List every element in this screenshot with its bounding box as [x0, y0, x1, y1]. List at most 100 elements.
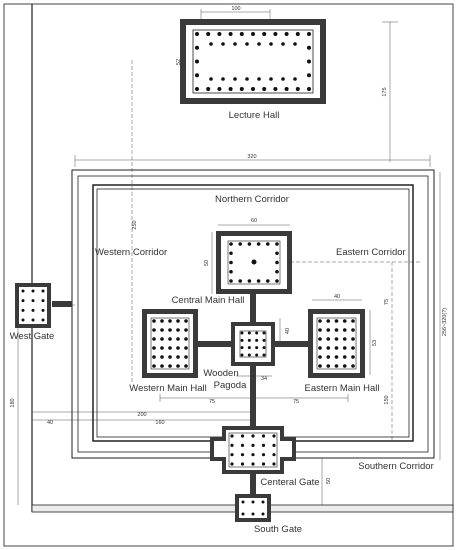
- column-dot: [221, 42, 225, 46]
- column-dot: [251, 453, 255, 457]
- column-dot: [152, 337, 156, 341]
- dim-cloister-width: 320: [247, 154, 256, 160]
- column-dot: [168, 337, 172, 341]
- column-dot: [351, 346, 355, 350]
- central-gate: [210, 426, 296, 474]
- column-dot: [41, 299, 45, 303]
- column-dot: [255, 346, 259, 350]
- column-dot: [342, 346, 347, 350]
- column-dot: [307, 87, 311, 91]
- column-dot: [184, 337, 188, 341]
- column-dot: [229, 279, 233, 283]
- column-dot: [152, 355, 156, 359]
- column-dot: [41, 308, 45, 312]
- column-dot: [221, 77, 225, 81]
- column-dot: [307, 45, 311, 50]
- column-dot: [21, 299, 25, 303]
- column-dot: [255, 338, 259, 342]
- label-central-main-hall: Central Main Hall: [172, 295, 245, 306]
- walkway-west-gate: [52, 301, 72, 307]
- label-southern-corridor: Southern Corridor: [358, 461, 434, 472]
- dim-pagoda-offset: 40: [285, 328, 291, 334]
- column-dot: [334, 328, 339, 332]
- column-dot: [184, 364, 188, 368]
- column-dot: [184, 319, 188, 323]
- column-dot: [168, 355, 172, 359]
- column-dot: [256, 279, 261, 283]
- column-dot: [326, 355, 331, 359]
- label-western-corridor: Western Corridor: [95, 247, 167, 258]
- column-dot: [230, 443, 234, 447]
- column-dot: [251, 500, 255, 504]
- column-dot: [351, 355, 355, 359]
- column-dot: [262, 331, 266, 335]
- column-dot: [247, 346, 251, 350]
- column-dot: [195, 45, 199, 50]
- column-dot: [273, 87, 278, 91]
- column-dot: [184, 328, 188, 332]
- dim-pagoda-size: 34: [261, 376, 267, 382]
- column-dot: [41, 289, 45, 293]
- column-dot: [247, 279, 252, 283]
- dim-lecture-depth: 52: [176, 59, 182, 65]
- dimension-texts: 100 52 175 320 250 60 50 40 53 40 34 75 …: [10, 6, 448, 484]
- dim-lecture-width: 100: [231, 6, 240, 12]
- column-dot: [31, 318, 35, 322]
- column-dot: [160, 355, 164, 359]
- dim-central-hall-width: 60: [251, 218, 257, 224]
- column-dot: [326, 319, 331, 323]
- column-dot: [307, 59, 311, 64]
- building-labels: Lecture Hall Northern Corridor Western C…: [10, 110, 434, 535]
- dim-gate-spacing: 50: [326, 478, 332, 484]
- column-dot: [284, 87, 289, 91]
- dim-west-span-200: 200: [137, 412, 146, 418]
- column-dot: [228, 87, 233, 91]
- column-dot: [318, 346, 322, 350]
- column-dot: [247, 242, 252, 246]
- column-dot: [168, 319, 172, 323]
- column-dot: [261, 512, 265, 516]
- column-dot: [257, 77, 261, 81]
- column-dot: [293, 77, 297, 81]
- column-dot: [41, 318, 45, 322]
- column-dot: [318, 337, 322, 341]
- column-dots: [21, 32, 355, 516]
- column-dot: [240, 434, 245, 438]
- dim-150-vertical: 150: [384, 395, 390, 404]
- column-dot: [251, 443, 255, 447]
- column-dot: [262, 346, 266, 350]
- dim-central-hall-depth: 50: [204, 260, 210, 266]
- column-dot: [295, 87, 300, 91]
- dim-lecture-to-cloister: 175: [382, 87, 388, 96]
- column-dot: [281, 77, 285, 81]
- column-dot: [275, 260, 279, 265]
- column-dot: [241, 500, 245, 504]
- column-dot: [229, 269, 233, 274]
- column-dot: [229, 260, 233, 265]
- column-dot: [238, 242, 242, 246]
- dimension-lines: [17, 9, 441, 505]
- column-dot: [262, 32, 267, 36]
- column-dot: [281, 42, 285, 46]
- column-dot: [261, 500, 265, 504]
- column-dot: [293, 42, 297, 46]
- column-dot: [176, 337, 180, 341]
- column-dot: [251, 32, 255, 36]
- column-dot: [229, 242, 233, 246]
- column-dot: [262, 87, 267, 91]
- column-dot: [195, 87, 199, 91]
- column-dot: [168, 328, 172, 332]
- column-dot: [326, 328, 331, 332]
- column-dot: [272, 434, 276, 438]
- column-dot: [168, 346, 172, 350]
- label-eastern-main-hall: Eastern Main Hall: [305, 383, 380, 394]
- column-dot: [261, 453, 266, 457]
- column-dot: [195, 73, 199, 78]
- dim-cloister-depth: 256~320(?): [442, 308, 448, 336]
- label-pagoda: Pagoda: [214, 380, 247, 391]
- column-dot: [240, 353, 244, 357]
- column-dot: [21, 308, 25, 312]
- column-dot: [326, 346, 331, 350]
- column-dot: [266, 279, 270, 283]
